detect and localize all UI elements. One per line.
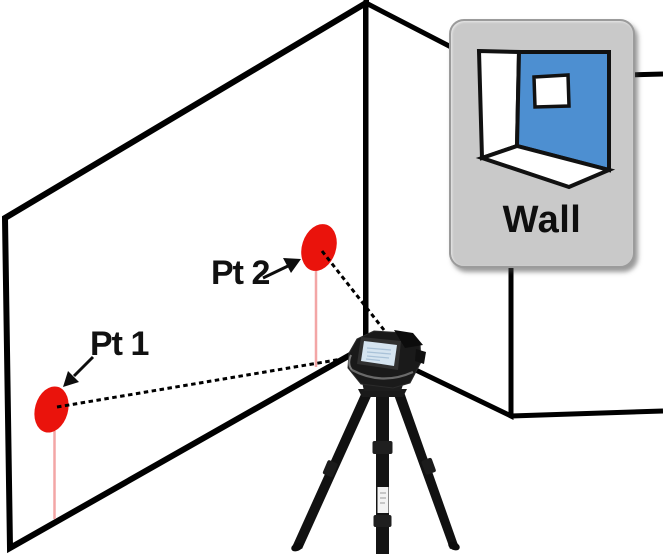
pt2-arrowhead-icon xyxy=(283,258,301,273)
pt2-arrow-shaft xyxy=(262,264,289,280)
total-station xyxy=(291,330,460,554)
left-wall-face xyxy=(1,0,369,554)
tripod-right-clamp xyxy=(421,457,436,475)
inset-label: Wall xyxy=(502,199,582,241)
wall-icon-window xyxy=(532,73,571,109)
pt1-arrowhead-icon xyxy=(63,371,79,387)
station-side-knob xyxy=(415,349,426,364)
tripod-center-column xyxy=(376,390,389,554)
tripod-left-foot xyxy=(291,542,303,552)
back-wall-bottom-edge xyxy=(510,408,663,419)
tripod-left-clamp xyxy=(322,460,338,478)
sight-line-2 xyxy=(320,250,386,331)
tripod-right-foot xyxy=(448,541,460,551)
pt1-label: Pt 1 xyxy=(90,325,149,363)
inset-card: Wall xyxy=(449,19,635,268)
pt2-arrow xyxy=(262,258,301,280)
sight-line-1 xyxy=(56,355,355,409)
column-collar-lower xyxy=(373,515,392,527)
wall-icon xyxy=(475,48,616,190)
pt1-arrow-shaft xyxy=(72,355,95,378)
station-handle xyxy=(394,330,423,348)
wall-icon-floor xyxy=(475,143,616,190)
wall-icon-left-face xyxy=(476,48,522,161)
screen-text-lines xyxy=(365,347,392,362)
body-highlight-left xyxy=(348,354,353,371)
column-collar-upper xyxy=(372,441,393,454)
tripod-label-sticker xyxy=(377,487,389,513)
pt2-label: Pt 2 xyxy=(211,254,270,292)
pt1-arrow xyxy=(63,355,95,387)
target-point-1 xyxy=(34,386,69,433)
body-highlight-band xyxy=(351,369,414,380)
